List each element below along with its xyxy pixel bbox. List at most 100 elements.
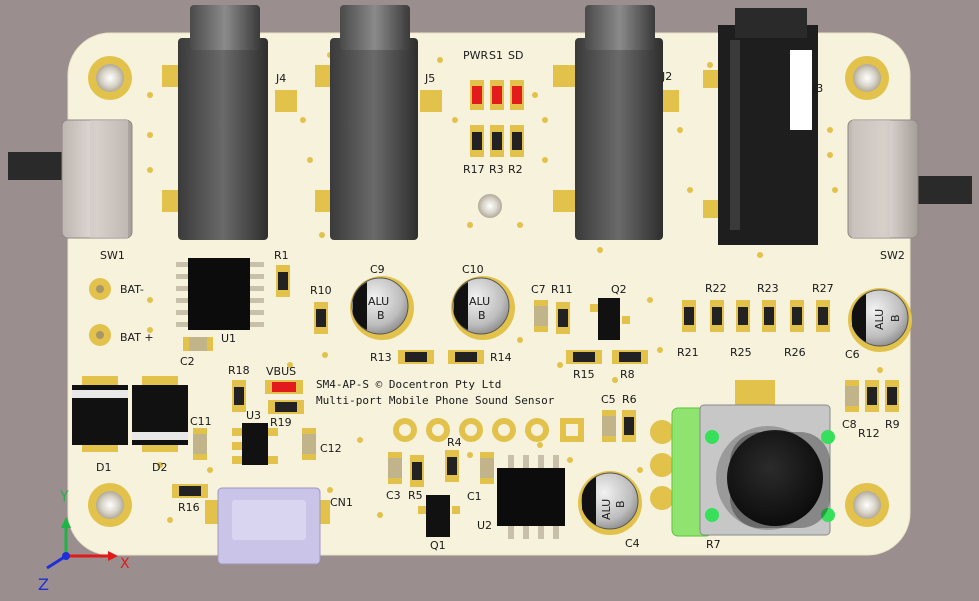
label-j5: J5	[424, 72, 435, 85]
label-r26: R26	[784, 346, 806, 359]
label-r16: R16	[178, 501, 200, 514]
label-c8: C8	[842, 418, 857, 431]
label-r27: R27	[812, 282, 834, 295]
label-c4-b: B	[614, 500, 627, 508]
label-c11: C11	[190, 415, 212, 428]
axis-label-x: X	[120, 556, 130, 572]
ic-u2	[497, 455, 565, 539]
label-r10: R10	[310, 284, 332, 297]
switch-sw1	[8, 119, 133, 239]
label-r6: R6	[622, 393, 637, 406]
axis-label-z: Z	[38, 575, 49, 594]
electrolytic-c4	[578, 471, 642, 535]
transistor-q2	[590, 298, 630, 340]
usb-connector-cn1	[205, 487, 330, 565]
mounting-hole-tl	[88, 56, 132, 100]
label-c9: C9	[370, 263, 385, 276]
label-r9: R9	[885, 418, 900, 431]
label-r7: R7	[706, 538, 721, 551]
label-c1: C1	[467, 490, 482, 503]
potentiometer-r7	[650, 380, 835, 537]
label-r8: R8	[620, 368, 635, 381]
label-c10: C10	[462, 263, 484, 276]
label-r4: R4	[447, 436, 462, 449]
capacitors-ceramic	[183, 300, 859, 484]
label-r15: R15	[573, 368, 595, 381]
transistor-q1	[418, 495, 460, 537]
label-j3: J3	[812, 82, 823, 95]
label-c6-b: B	[889, 314, 902, 322]
label-r11: R11	[551, 283, 573, 296]
label-d2: D2	[152, 461, 167, 474]
label-c7: C7	[531, 283, 546, 296]
switch-sw2	[847, 119, 972, 239]
axis-gizmo[interactable]: X Y Z	[38, 489, 130, 594]
mounting-hole-bl	[88, 483, 132, 527]
resistors-vertical	[232, 125, 899, 487]
label-r22: R22	[705, 282, 727, 295]
board-title-line1: SM4-AP-S © Docentron Pty Ltd	[316, 378, 501, 391]
label-c9-alu: ALU	[368, 295, 389, 308]
label-q2: Q2	[611, 283, 627, 296]
label-r18: R18	[228, 364, 250, 377]
label-r1: R1	[274, 249, 289, 262]
label-u1: U1	[221, 332, 236, 345]
label-r3: R3	[489, 163, 504, 176]
label-c6-alu: ALU	[873, 309, 886, 330]
jack-j4	[162, 5, 297, 240]
label-r13: R13	[370, 351, 392, 364]
label-c9-b: B	[377, 309, 385, 322]
label-c10-alu: ALU	[469, 295, 490, 308]
label-r19: R19	[270, 416, 292, 429]
label-c4: C4	[625, 537, 640, 550]
label-r2: R2	[508, 163, 523, 176]
label-j2: J2	[661, 70, 672, 83]
led-vbus	[265, 380, 303, 394]
jack-j5	[315, 5, 442, 240]
label-c10-b: B	[478, 309, 486, 322]
board-title-line2: Multi-port Mobile Phone Sound Sensor	[316, 394, 555, 407]
label-sd: SD	[508, 49, 523, 62]
label-cn1: CN1	[330, 496, 353, 509]
label-r21: R21	[677, 346, 699, 359]
fiducial	[478, 194, 502, 218]
axis-label-y: Y	[59, 489, 69, 505]
label-c6: C6	[845, 348, 860, 361]
label-c5: C5	[601, 393, 616, 406]
label-sw2: SW2	[880, 249, 905, 262]
jack-j2	[553, 5, 679, 240]
label-bat-neg: BAT-	[120, 283, 144, 296]
mounting-hole-tr	[845, 56, 889, 100]
label-r5: R5	[408, 489, 423, 502]
label-q1: Q1	[430, 539, 446, 552]
label-c3: C3	[386, 489, 401, 502]
pin-header	[393, 418, 584, 442]
ic-u3	[232, 423, 278, 465]
label-r12: R12	[858, 427, 880, 440]
label-c2: C2	[180, 355, 195, 368]
label-sw1: SW1	[100, 249, 125, 262]
label-u3: U3	[246, 409, 261, 422]
label-d1: D1	[96, 461, 111, 474]
label-r14: R14	[490, 351, 512, 364]
electrolytic-c9	[350, 276, 414, 340]
label-c12: C12	[320, 442, 342, 455]
diode-d2	[132, 376, 188, 452]
ic-u1	[176, 258, 264, 330]
label-r23: R23	[757, 282, 779, 295]
label-vbus: VBUS	[266, 365, 296, 378]
diode-d1	[72, 376, 128, 452]
label-bat-pos: BAT +	[120, 331, 154, 344]
mounting-hole-br	[845, 483, 889, 527]
label-r25: R25	[730, 346, 752, 359]
label-s1: S1	[489, 49, 503, 62]
label-u2: U2	[477, 519, 492, 532]
resistors-horizontal	[172, 350, 648, 498]
electrolytic-c10	[451, 276, 515, 340]
label-pwr: PWR	[463, 49, 489, 62]
led-group	[470, 80, 524, 110]
jack-j3	[703, 8, 818, 245]
label-j4: J4	[275, 72, 286, 85]
